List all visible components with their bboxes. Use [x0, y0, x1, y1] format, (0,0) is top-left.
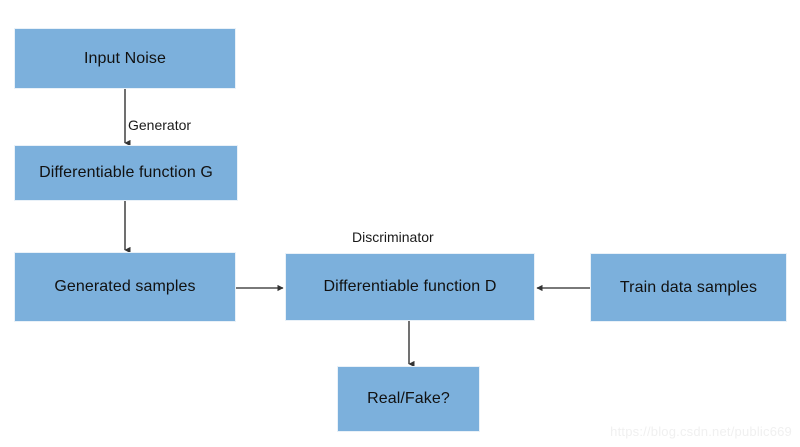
node-function-d[interactable]: Differentiable function D [285, 253, 535, 321]
node-function-g-label: Differentiable function G [39, 164, 213, 182]
edge-label-discriminator: Discriminator [352, 229, 434, 245]
watermark: https://blog.csdn.net/public669 [610, 424, 792, 439]
node-real-fake-label: Real/Fake? [367, 390, 450, 408]
node-train-data-samples[interactable]: Train data samples [590, 253, 787, 322]
node-input-noise-label: Input Noise [83, 49, 167, 67]
node-real-fake[interactable]: Real/Fake? [337, 366, 480, 432]
node-train-data-samples-label: Train data samples [619, 278, 758, 296]
node-generated-samples-label: Generated samples [54, 278, 196, 296]
node-input-noise[interactable]: Input Noise [14, 28, 236, 89]
edge-label-generator: Generator [128, 117, 192, 133]
node-function-d-label: Differentiable function D [323, 278, 497, 296]
node-generated-samples[interactable]: Generated samples [14, 252, 236, 322]
node-function-g[interactable]: Differentiable function G [14, 145, 238, 201]
